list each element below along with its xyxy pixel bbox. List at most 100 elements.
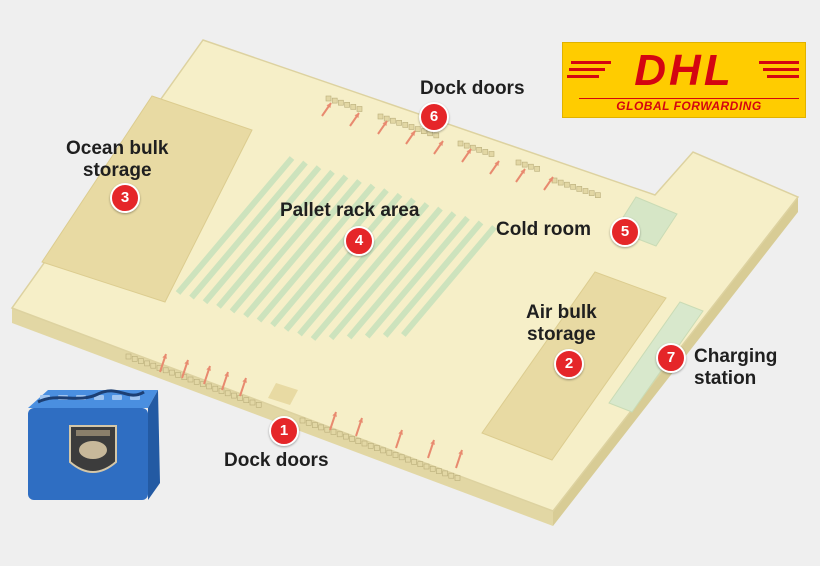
pallet-rack-row	[401, 225, 497, 337]
pallet-rack-row	[328, 206, 443, 341]
badge-4: 4	[344, 226, 374, 256]
dock-door-marker	[175, 372, 181, 378]
dock-door-marker	[411, 459, 417, 465]
dock-door-marker	[463, 142, 470, 149]
dock-arrow	[543, 176, 554, 191]
dock-door-marker	[350, 104, 357, 110]
dock-door-marker	[564, 181, 570, 188]
dock-door-marker	[433, 132, 440, 139]
label-cold-room: Cold room	[496, 219, 591, 240]
dock-door-marker	[312, 422, 318, 428]
dock-door-marker	[442, 470, 448, 477]
pallet-rack-row	[243, 179, 362, 318]
badge-2: 2	[554, 349, 584, 379]
label-pallet-rack-area: Pallet rack area	[280, 200, 420, 221]
label-charging-line2: station	[694, 368, 757, 389]
badge-1: 1	[269, 416, 299, 446]
dhl-logo: DHL GLOBAL FORWARDING	[562, 42, 806, 118]
dock-door-marker	[162, 367, 169, 374]
label-ocean-bulk-line2: storage	[82, 160, 152, 181]
dock-door-marker	[299, 417, 306, 424]
pallet-rack-row	[202, 165, 322, 305]
dock-door-marker	[392, 452, 399, 458]
forklift-battery-image	[28, 389, 160, 500]
badge-7: 7	[656, 343, 686, 373]
dock-door-marker	[383, 115, 390, 122]
dock-door-marker	[324, 426, 331, 433]
label-air-bulk-storage: Air bulk storage	[526, 302, 597, 346]
dock-door-marker	[454, 475, 461, 481]
label-dock-doors-bottom: Dock doors	[224, 450, 329, 471]
dock-door-marker	[355, 438, 362, 445]
pallet-rack-row	[310, 202, 430, 341]
dock-door-marker	[237, 395, 243, 401]
badge-5: 5	[610, 217, 640, 247]
dock-arrow	[377, 120, 388, 135]
dock-arrow	[329, 411, 337, 431]
dock-door-marker	[361, 440, 368, 447]
dock-door-marker	[356, 106, 363, 112]
dock-door-marker	[515, 159, 522, 166]
dock-arrow	[489, 160, 500, 175]
dock-arrow	[395, 429, 403, 449]
dock-door-marker	[534, 166, 540, 172]
dock-arrow	[181, 359, 189, 379]
dock-door-marker	[318, 424, 324, 431]
pallet-rack-row	[229, 174, 349, 314]
dock-door-marker	[417, 461, 424, 468]
dock-arrow	[433, 140, 444, 155]
dock-door-marker	[187, 376, 194, 383]
label-air-bulk-line1: Air bulk	[526, 302, 597, 323]
dock-door-marker	[405, 456, 411, 463]
dock-arrow	[221, 371, 229, 391]
dock-door-marker	[570, 184, 576, 190]
dock-arrow	[405, 130, 416, 145]
pallet-rack-row	[283, 192, 403, 332]
pallet-rack-row	[256, 183, 376, 323]
dhl-brand-text: DHL	[634, 46, 734, 95]
dock-door-marker	[343, 433, 349, 440]
dock-door-marker	[212, 385, 219, 392]
dock-door-marker	[374, 445, 380, 451]
pallet-rack-row	[297, 197, 416, 337]
pallet-rack-row	[364, 215, 470, 339]
dock-arrow	[349, 112, 360, 127]
dock-door-marker	[436, 468, 442, 474]
dock-door-marker	[249, 399, 256, 406]
dock-door-marker	[582, 188, 589, 194]
label-air-bulk-line2: storage	[527, 324, 596, 345]
dock-door-marker	[482, 149, 489, 155]
dock-door-marker	[344, 102, 350, 108]
pallet-rack-row	[382, 220, 484, 338]
dock-door-marker	[193, 378, 200, 385]
dhl-tagline: GLOBAL FORWARDING	[579, 98, 799, 113]
dhl-wordmark-icon	[567, 61, 799, 78]
dock-door-marker	[423, 463, 430, 470]
pallet-rack-row	[270, 188, 389, 328]
dock-door-marker	[336, 431, 343, 438]
dock-door-marker	[398, 454, 405, 461]
label-charging-station: Charging station	[694, 346, 777, 390]
dock-door-marker	[390, 117, 396, 124]
dock-door-marker	[429, 465, 436, 472]
dock-door-marker	[349, 436, 355, 442]
dock-door-marker	[305, 419, 312, 426]
dock-door-marker	[457, 140, 464, 147]
dock-door-marker	[396, 120, 402, 126]
label-dock-doors-top: Dock doors	[420, 78, 525, 99]
dock-arrow	[321, 102, 332, 117]
pallet-rack-row	[216, 169, 335, 309]
dock-door-marker	[386, 449, 393, 456]
dock-door-marker	[408, 124, 415, 130]
dock-door-marker	[131, 355, 138, 362]
dock-door-marker	[169, 369, 175, 376]
dock-door-marker	[402, 122, 409, 128]
dock-arrow	[159, 353, 167, 373]
pallet-rack-row	[189, 160, 308, 300]
dock-arrow	[515, 168, 526, 183]
dock-door-marker	[380, 447, 386, 454]
dock-door-marker	[125, 353, 132, 360]
dock-door-marker	[138, 358, 144, 364]
dock-arrow	[427, 439, 435, 459]
